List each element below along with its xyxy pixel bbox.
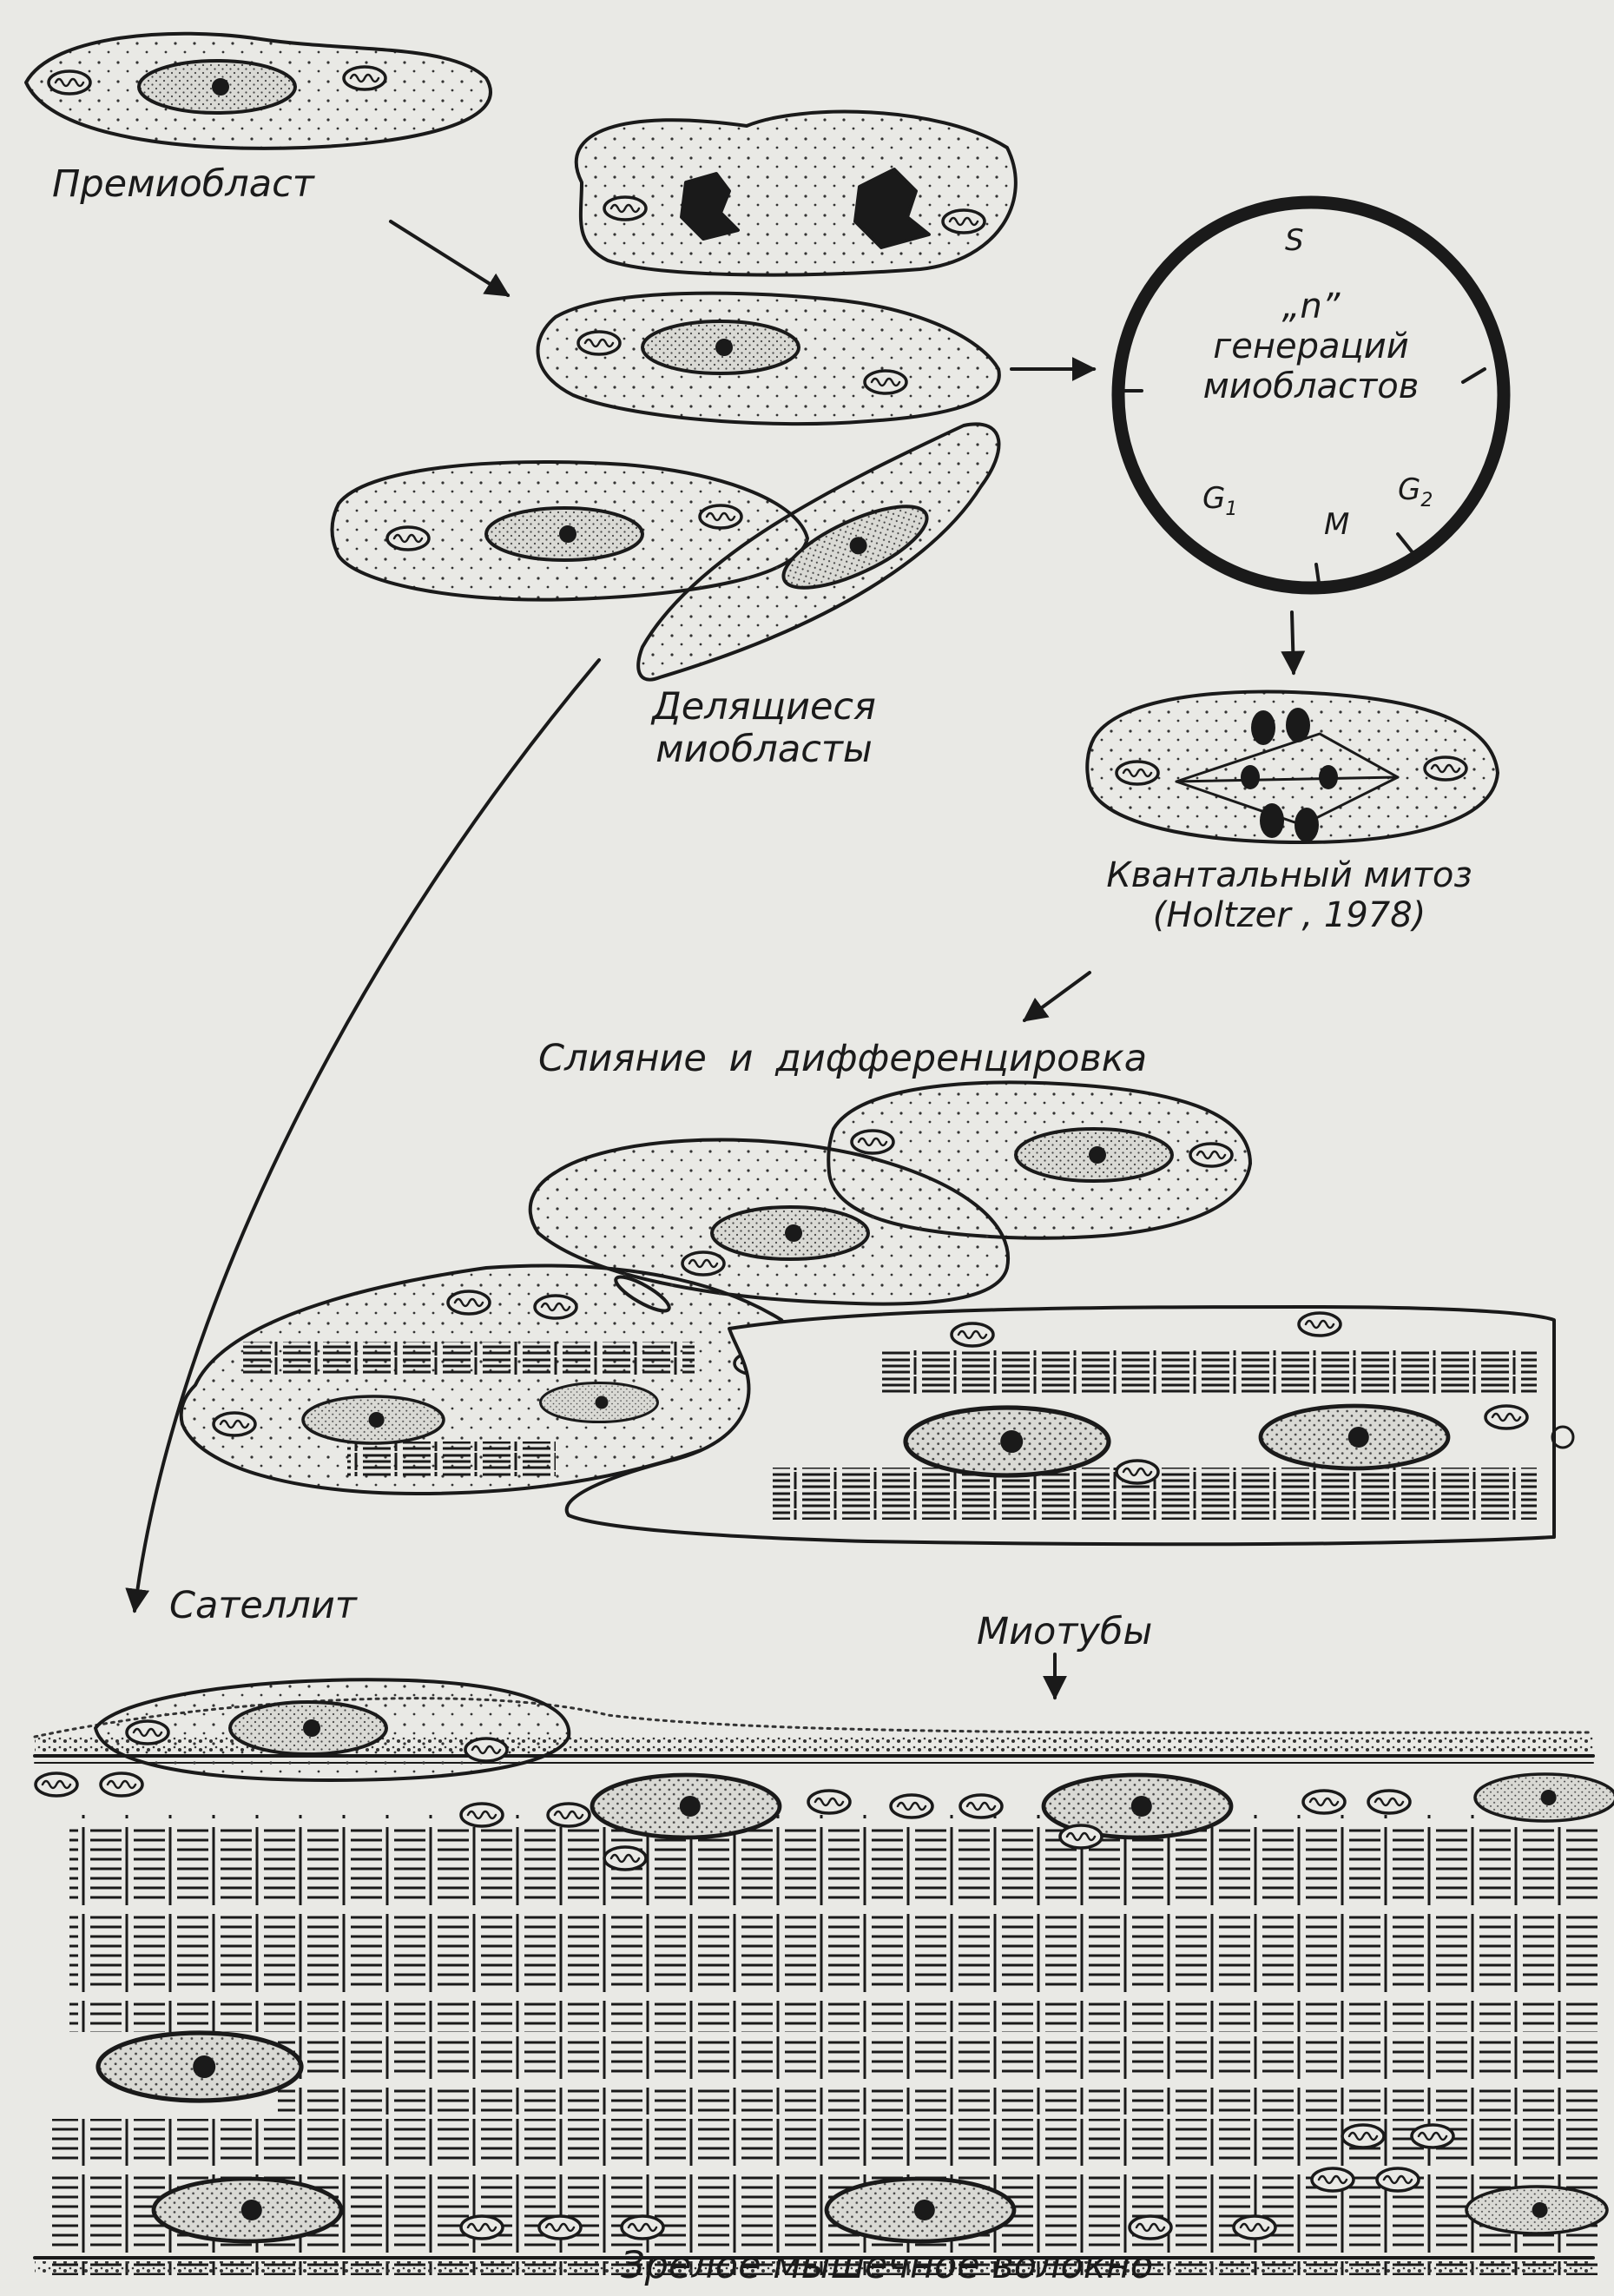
label-dividing-myoblasts: Делящиеся миобласты — [634, 686, 894, 772]
arrow-premyoblast-to-myoblasts — [391, 221, 508, 295]
dividing-myoblasts-cluster — [333, 112, 1016, 680]
fusion-cells — [181, 1083, 1573, 1545]
label-phase-g1: G1 — [1202, 482, 1237, 520]
label-quantal-mitosis-line2: (Holtzer , 1978) — [1072, 895, 1506, 935]
label-cycle-myoblasts: миобластов — [1155, 366, 1467, 406]
label-cycle-center: „n” генераций миобластов — [1155, 287, 1467, 406]
label-satellite: Сателлит — [169, 1585, 357, 1627]
label-phase-g1-sub: 1 — [1225, 498, 1237, 520]
label-phase-g1-letter: G — [1202, 481, 1225, 516]
label-phase-s: S — [1285, 224, 1304, 258]
arrow-to-fusion — [1024, 973, 1090, 1020]
label-phase-g2-sub: 2 — [1420, 490, 1433, 511]
premyoblast-cell — [26, 34, 491, 148]
label-quantal-mitosis: Квантальный митоз (Holtzer , 1978) — [1072, 855, 1506, 935]
label-phase-g2-letter: G — [1398, 472, 1420, 507]
label-dividing-myoblasts-line1: Делящиеся — [634, 686, 894, 729]
label-fusion: Слияние и дифференцировка — [538, 1038, 1147, 1080]
label-cycle-n: „n” — [1155, 287, 1467, 327]
quantal-mitosis-cell — [1087, 692, 1498, 842]
label-phase-g2: G2 — [1398, 473, 1433, 511]
label-myotubes: Миотубы — [977, 1611, 1152, 1653]
label-quantal-mitosis-line1: Квантальный митоз — [1072, 855, 1506, 895]
satellite-cell — [96, 1679, 569, 1780]
label-premyoblast: Премиобласт — [52, 163, 314, 206]
label-dividing-myoblasts-line2: миобласты — [634, 729, 894, 771]
mature-muscle-fiber — [35, 1679, 1614, 2288]
label-mature-fiber: Зрелое мышечное волокно — [621, 2245, 1153, 2287]
label-cycle-generations: генераций — [1155, 327, 1467, 366]
label-phase-m: M — [1324, 508, 1349, 542]
arrow-to-quantal-mitosis — [1292, 612, 1294, 673]
